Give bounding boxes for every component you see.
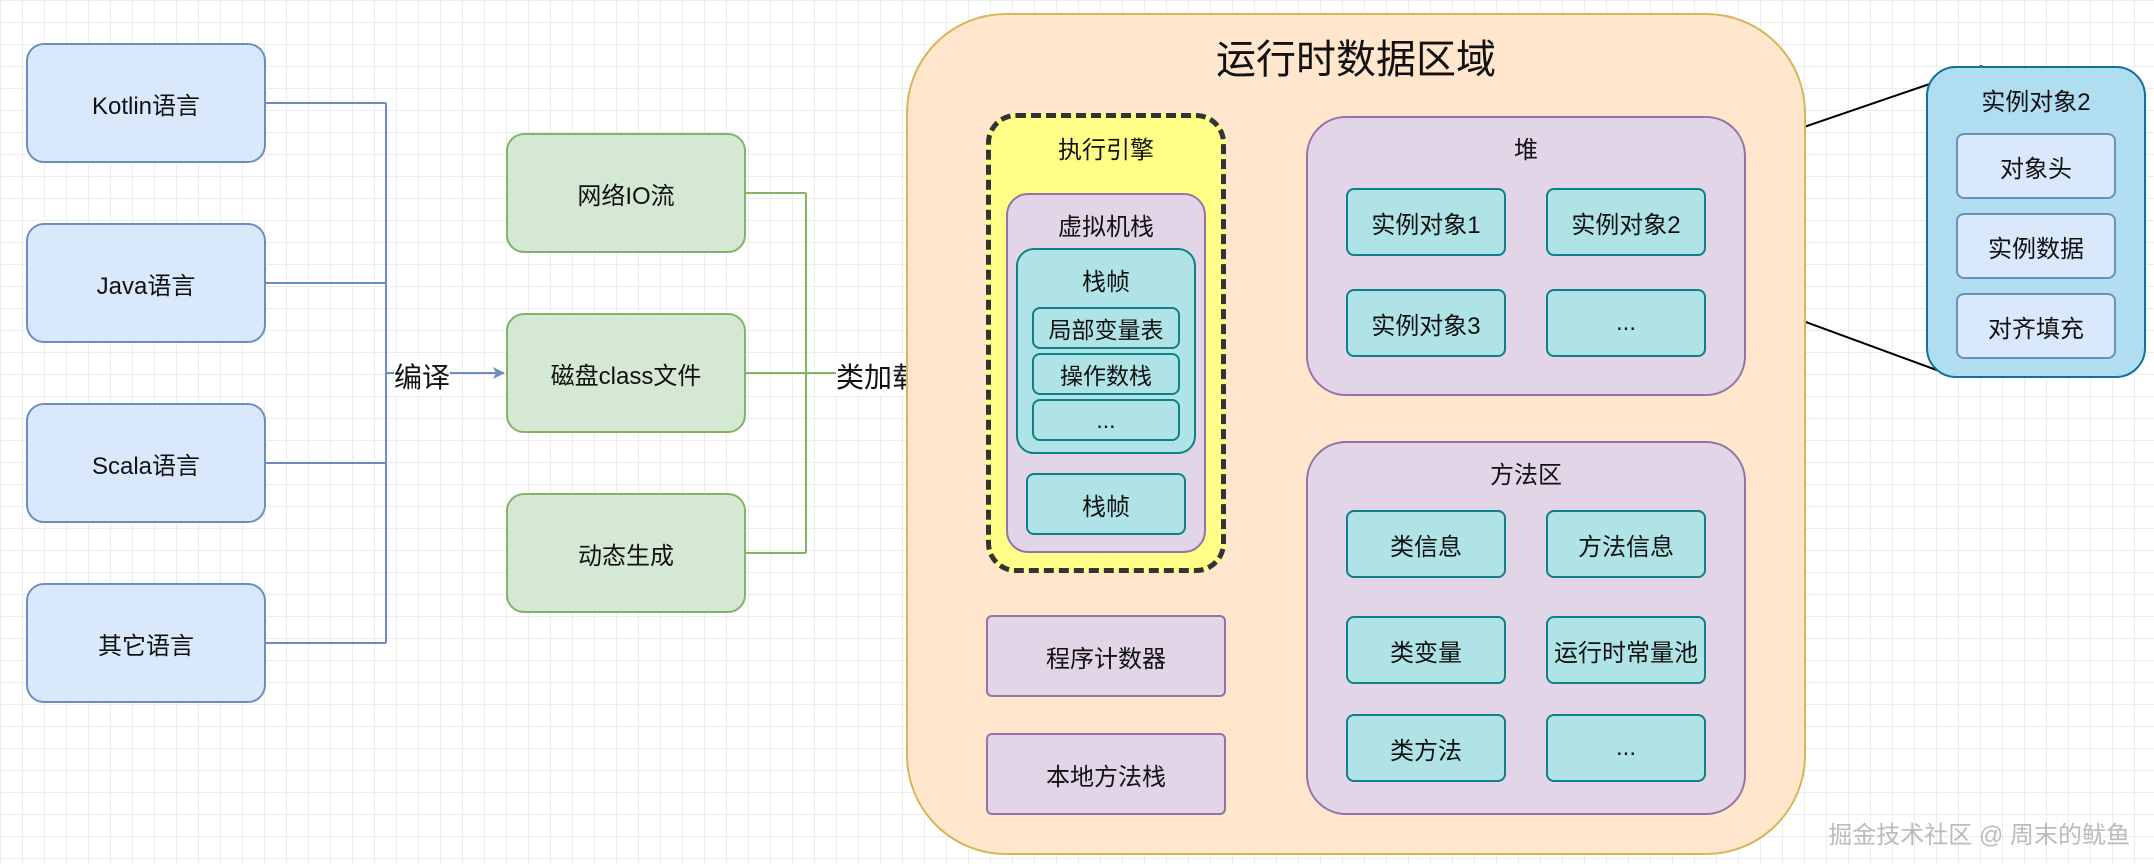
compile-connector (266, 102, 505, 644)
source-dynamic: 动态生成 (506, 493, 746, 613)
runtime-title: 运行时数据区域 (1216, 38, 1496, 82)
heap-more: ... (1546, 289, 1706, 357)
method-area-more: ... (1546, 714, 1706, 782)
native-method-stack: 本地方法栈 (986, 733, 1226, 815)
class-info: 类信息 (1346, 510, 1506, 578)
runtime-constant-pool: 运行时常量池 (1546, 616, 1706, 684)
heap-instance-1: 实例对象1 (1346, 188, 1506, 256)
language-java: Java语言 (26, 223, 266, 343)
method-area-title: 方法区 (1490, 462, 1562, 489)
heap-title: 堆 (1514, 137, 1538, 164)
heap-instance-2: 实例对象2 (1546, 188, 1706, 256)
language-kotlin: Kotlin语言 (26, 43, 266, 163)
stack-frame-2: 栈帧 (1026, 473, 1186, 535)
source-network-io: 网络IO流 (506, 133, 746, 253)
source-disk-class: 磁盘class文件 (506, 313, 746, 433)
engine-title: 执行引擎 (1058, 137, 1154, 164)
language-other: 其它语言 (26, 583, 266, 703)
stack-frame-title: 栈帧 (1082, 269, 1130, 296)
program-counter: 程序计数器 (986, 615, 1226, 697)
method-info: 方法信息 (1546, 510, 1706, 578)
vm-stack-title: 虚拟机栈 (1058, 214, 1154, 241)
class-method: 类方法 (1346, 714, 1506, 782)
local-variable-table: 局部变量表 (1032, 307, 1180, 349)
frame-more: ... (1032, 399, 1180, 441)
instance-data: 实例数据 (1956, 213, 2116, 279)
compile-label: 编译 (394, 356, 451, 396)
language-scala: Scala语言 (26, 403, 266, 523)
operand-stack: 操作数栈 (1032, 353, 1180, 395)
watermark: 掘金技术社区 @ 周末的鱿鱼 (1828, 822, 2130, 849)
object-header: 对象头 (1956, 133, 2116, 199)
class-variable: 类变量 (1346, 616, 1506, 684)
alignment-padding: 对齐填充 (1956, 293, 2116, 359)
instance-detail-title: 实例对象2 (1981, 89, 2091, 116)
heap-instance-3: 实例对象3 (1346, 289, 1506, 357)
